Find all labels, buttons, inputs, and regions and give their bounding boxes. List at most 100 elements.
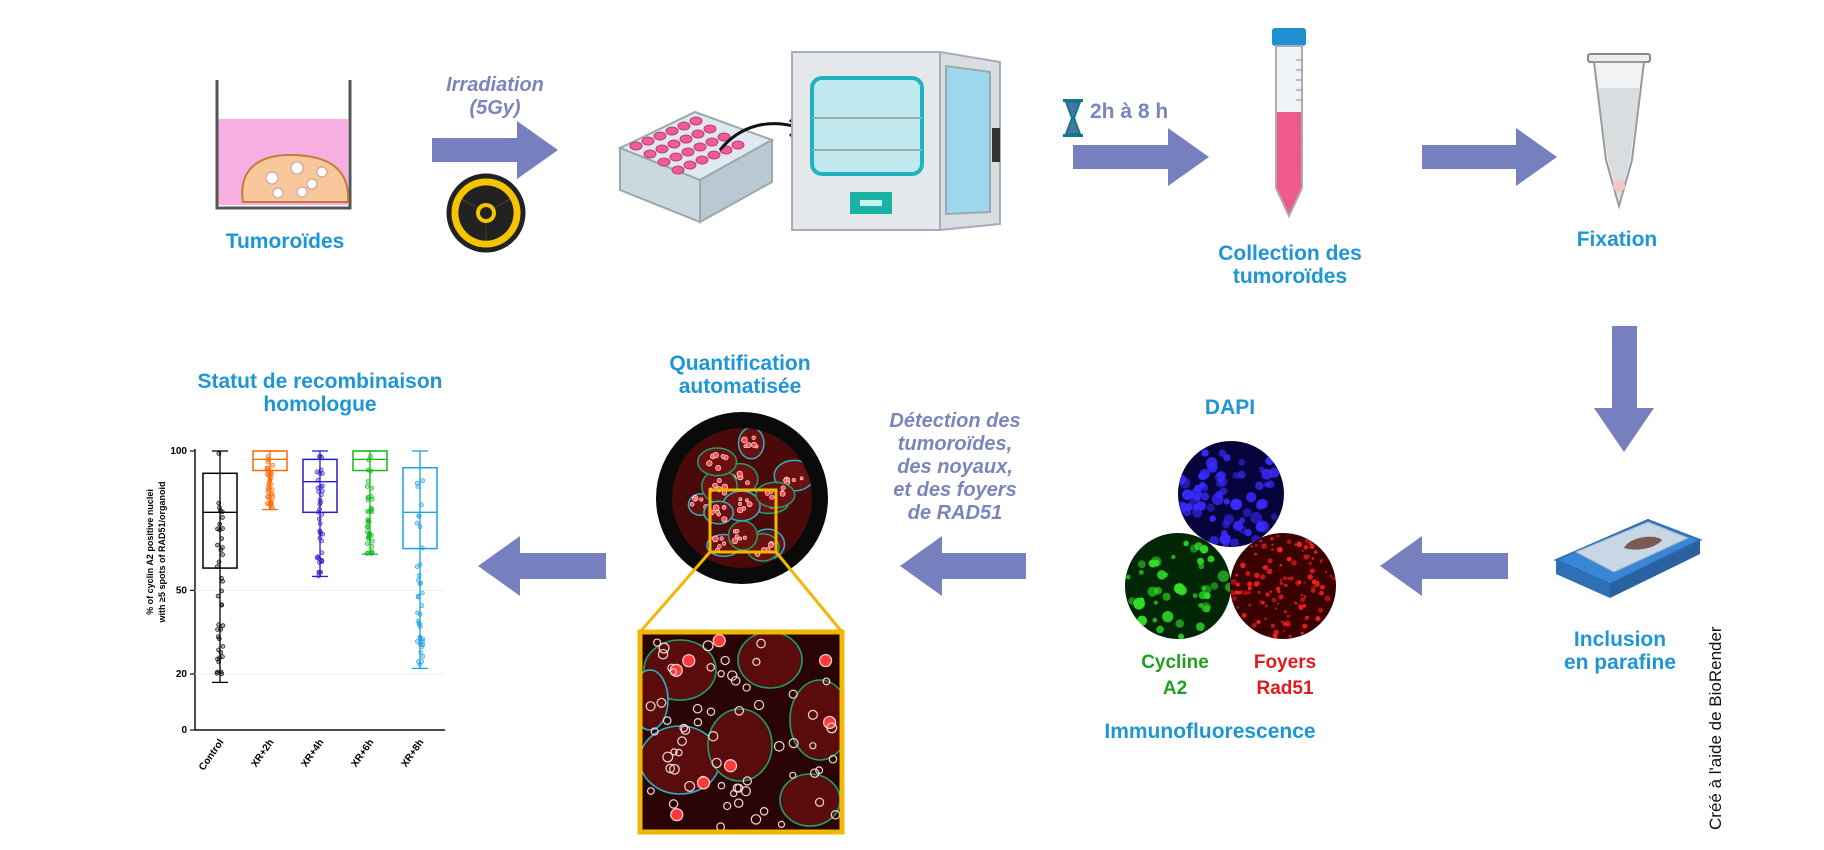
nucleus-marker [823,715,837,730]
chart-ylabel-line1: % of cyclin A2 positive nuclei [145,489,155,615]
fluorescent-spot [1211,493,1224,506]
chart-point [220,515,225,520]
fluorescent-spot [1138,569,1144,575]
fluorescent-spot [1152,617,1158,623]
nucleus-marker [733,798,744,808]
nucleus-marker [692,703,703,714]
fluorescent-spot [1162,592,1171,601]
fluorescent-spot [1300,597,1306,603]
nucleus-marker [732,783,742,793]
chart-point [317,507,322,512]
fluorescent-spot [1201,449,1209,457]
fluorescent-spot [1283,609,1288,614]
fluorescent-spot [1286,539,1292,545]
label-statut: Statut de recombinaison homologue [170,370,470,416]
fluorescent-spot [1318,590,1324,596]
nucleus-marker [717,544,722,549]
fluorescent-spot [1300,631,1304,635]
fluorescent-spot [1259,599,1264,605]
label-inclusion-line2: en parafine [1563,651,1677,675]
fluorescent-spot [1289,576,1294,581]
fluorescent-spot [1192,593,1198,599]
fluorescent-spot [1296,541,1303,548]
nucleus-marker [669,668,678,676]
fluorescent-spot [1232,596,1237,601]
nucleus-marker [717,781,726,790]
chart-point [364,541,370,546]
nucleus-marker [745,480,750,486]
chart-point [369,506,375,511]
label-detection-line5: de RAD51 [907,502,1003,524]
fluorescent-spot [1310,585,1316,591]
fluorescent-spot [1157,570,1167,580]
fluorescent-spot [1248,603,1252,607]
fluorescent-spot [1304,618,1307,621]
chart-point [268,474,274,480]
chart-point [219,588,224,594]
fluorescent-spot [1209,515,1216,522]
fluorescent-spot [1137,560,1146,569]
chart-point [420,545,425,551]
chart-point [364,484,370,489]
arrow-to-fixation [1422,128,1557,186]
label-foyers-line1: Foyers [1253,652,1317,673]
fluorescent-spot [1242,508,1252,517]
fluorescent-spot [1324,570,1328,574]
chart-point [316,573,322,579]
fluorescent-spot [1319,584,1326,590]
chart-point [218,669,224,675]
chart-point [215,656,220,662]
label-tumoroides: Tumoroïdes [225,230,345,253]
fluorescent-spot [1198,473,1205,480]
label-quantification-line2: automatisée [678,375,802,399]
nucleus-marker [706,663,715,672]
nucleus-marker [736,470,743,478]
fluorescent-spot [1254,572,1260,578]
nucleus-marker [721,541,727,546]
nucleus-marker [731,537,739,545]
fluorescent-spot [1251,622,1257,628]
fluorescent-spot [1182,489,1193,501]
nucleus-marker [768,542,774,548]
chart-ylabel-line2: with ≥5 spots of RAD51/organoid [157,482,167,624]
label-cycline-line2: A2 [1162,677,1188,699]
nucleus-marker [734,528,740,534]
fluorescent-spot [1190,487,1203,500]
chart-point [219,536,224,541]
chart-point [418,642,423,647]
nucleus-marker [756,638,766,649]
chart-point [266,487,271,492]
fluorescent-spot [1291,559,1297,566]
fluorescent-spot [1247,581,1253,587]
fluorescent-spot [1297,603,1303,609]
nucleus-marker [789,771,797,779]
nucleus-marker [689,501,695,507]
nucleus-marker [752,657,761,666]
fluorescent-spot [1267,634,1270,637]
chart-point [414,480,420,486]
fluorescent-spot [1178,633,1184,639]
nucleus-marker [706,707,716,717]
chart-point [315,554,321,560]
chart-point [364,524,370,530]
fluorescent-spot [1199,544,1209,554]
rad51-image [1230,533,1336,639]
nucleus-marker [751,441,757,448]
chart-point [369,509,375,515]
chart-point [367,531,373,537]
label-inclusion-line1: Inclusion [1573,628,1667,651]
fluorescent-spot [1238,459,1246,466]
label-statut-line1: Statut de recombinaison [197,370,443,393]
chart-point [365,535,371,541]
chart-point [267,496,272,502]
fluorescent-spot [1271,543,1274,546]
fluorescent-spot [1282,629,1286,633]
chart-point [364,551,370,556]
tumoroid-outline [737,632,803,689]
chart-point [220,545,225,550]
